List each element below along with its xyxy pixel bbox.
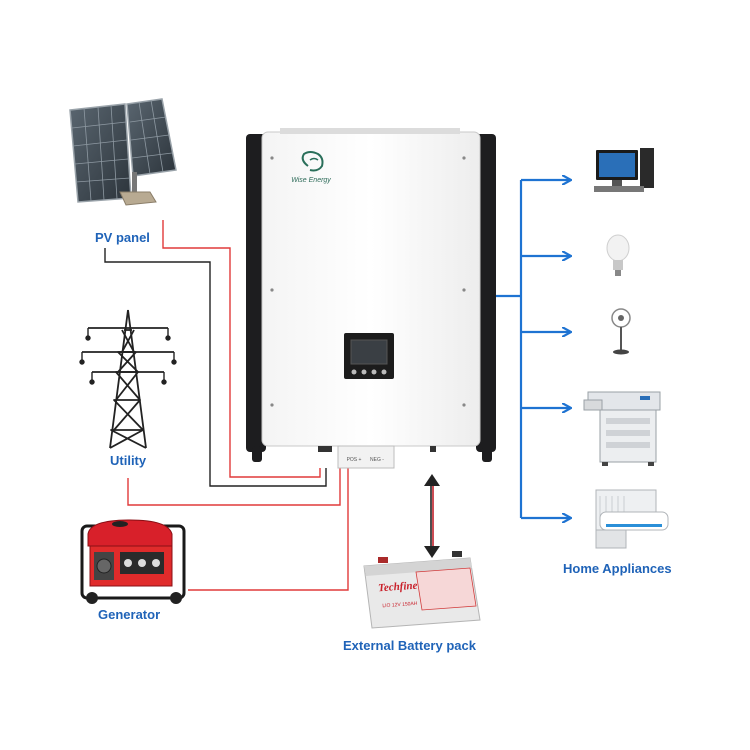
battery-label: External Battery pack xyxy=(343,638,476,653)
printer-copier-icon xyxy=(583,391,661,466)
terminal-pos-label: POS + xyxy=(347,457,362,463)
utility-tower-icon xyxy=(79,309,177,449)
light-bulb-icon xyxy=(606,234,630,276)
utility-label: Utility xyxy=(110,453,147,468)
desktop-computer-icon xyxy=(594,148,654,192)
distribution-lines xyxy=(494,180,570,518)
brand-logo-icon xyxy=(301,151,324,172)
control-button-2 xyxy=(361,369,367,375)
wiring xyxy=(104,220,349,591)
battery-model-text: LIO 12V 150AH xyxy=(382,601,418,609)
inverter-brand-text: Wise Energy xyxy=(291,177,331,184)
terminal-neg-label: NEG - xyxy=(370,457,384,463)
control-button-4 xyxy=(381,369,387,375)
battery-brand-text: Techfine xyxy=(378,580,418,595)
battery-link-arrow xyxy=(424,474,440,558)
control-button-1 xyxy=(351,369,357,375)
electric-fan-icon xyxy=(611,308,631,355)
pv-red-wire xyxy=(162,220,321,478)
inverter-unit: Wise Energy POS + NEG - xyxy=(246,128,496,469)
pv-black-wire xyxy=(104,248,327,487)
utility-red-wire xyxy=(127,468,341,506)
lcd-screen xyxy=(350,339,388,365)
generator-label: Generator xyxy=(98,607,161,622)
generator-red-wire xyxy=(188,468,349,591)
pv-panel-icon xyxy=(69,98,177,206)
pv-panel-label: PV panel xyxy=(95,230,150,245)
generator-icon xyxy=(80,519,186,604)
control-button-3 xyxy=(371,369,377,375)
air-conditioner-icon xyxy=(595,489,669,549)
terminal-box xyxy=(337,445,395,469)
home-appliances-label: Home Appliances xyxy=(563,561,672,576)
battery-icon: Techfine LIO 12V 150AH xyxy=(363,551,481,629)
